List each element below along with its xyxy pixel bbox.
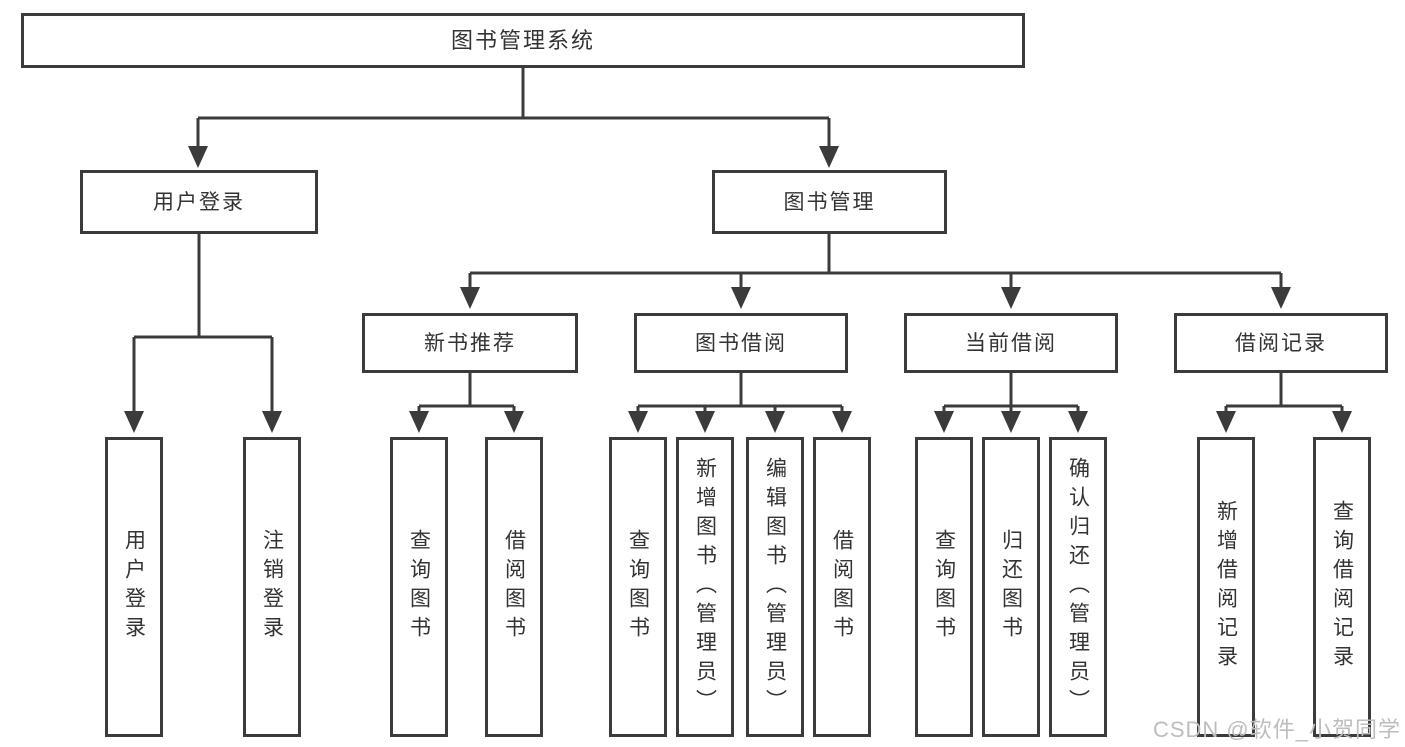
watermark: CSDN @软件_小贺同学	[1152, 717, 1401, 742]
leaf-query-borrow-record: 查询借阅记录	[1313, 437, 1371, 737]
leaf-logout: 注销登录	[243, 437, 301, 737]
node-label: 新增图书（管理员）	[693, 456, 717, 718]
node-label: 编辑图书（管理员）	[763, 456, 787, 718]
leaf-add-borrow-record: 新增借阅记录	[1197, 437, 1255, 737]
leaf-user-login: 用户登录	[105, 437, 163, 737]
connector-borrow-records-children	[1216, 373, 1352, 433]
connector-current-borrow-children	[934, 373, 1088, 433]
node-book-management: 图书管理	[712, 170, 947, 234]
leaf-borrow-book: 借阅图书	[813, 437, 871, 737]
connector-user-login-children	[124, 234, 282, 433]
node-label: 图书借阅	[695, 331, 787, 355]
leaf-borrow-book-recommend: 借阅图书	[485, 437, 543, 737]
connector-book-borrow-children	[628, 373, 852, 433]
node-label: 用户登录	[122, 529, 146, 645]
node-label: 查询图书	[407, 529, 431, 645]
node-label: 用户登录	[153, 190, 245, 214]
leaf-return-book: 归还图书	[982, 437, 1040, 737]
connector-new-book-children	[409, 373, 524, 433]
node-current-borrow: 当前借阅	[904, 313, 1118, 373]
leaf-query-book-current: 查询图书	[915, 437, 973, 737]
node-label: 归还图书	[999, 529, 1023, 645]
node-label: 查询图书	[932, 529, 956, 645]
node-borrow-records: 借阅记录	[1174, 313, 1388, 373]
leaf-confirm-return-admin: 确认归还（管理员）	[1049, 437, 1107, 737]
node-label: 查询图书	[626, 529, 650, 645]
leaf-query-book-borrow: 查询图书	[609, 437, 667, 737]
connector-book-management-children	[460, 234, 1291, 309]
node-label: 新增借阅记录	[1214, 500, 1238, 674]
leaf-query-book-recommend: 查询图书	[390, 437, 448, 737]
connector-root-to-level2	[188, 68, 839, 168]
node-new-book-recommend: 新书推荐	[362, 313, 578, 373]
node-label: 查询借阅记录	[1330, 500, 1354, 674]
leaf-add-book-admin: 新增图书（管理员）	[676, 437, 734, 737]
node-library-management-system: 图书管理系统	[21, 13, 1025, 68]
node-user-login: 用户登录	[80, 170, 318, 234]
node-label: 当前借阅	[965, 331, 1057, 355]
node-label: 确认归还（管理员）	[1066, 456, 1090, 718]
node-book-borrow: 图书借阅	[634, 313, 848, 373]
node-label: 图书管理系统	[450, 27, 595, 53]
node-label: 借阅图书	[502, 529, 526, 645]
node-label: 注销登录	[260, 529, 284, 645]
leaf-edit-book-admin: 编辑图书（管理员）	[746, 437, 804, 737]
node-label: 借阅记录	[1235, 331, 1327, 355]
node-label: 新书推荐	[424, 331, 516, 355]
node-label: 图书管理	[783, 190, 876, 214]
node-label: 借阅图书	[830, 529, 854, 645]
